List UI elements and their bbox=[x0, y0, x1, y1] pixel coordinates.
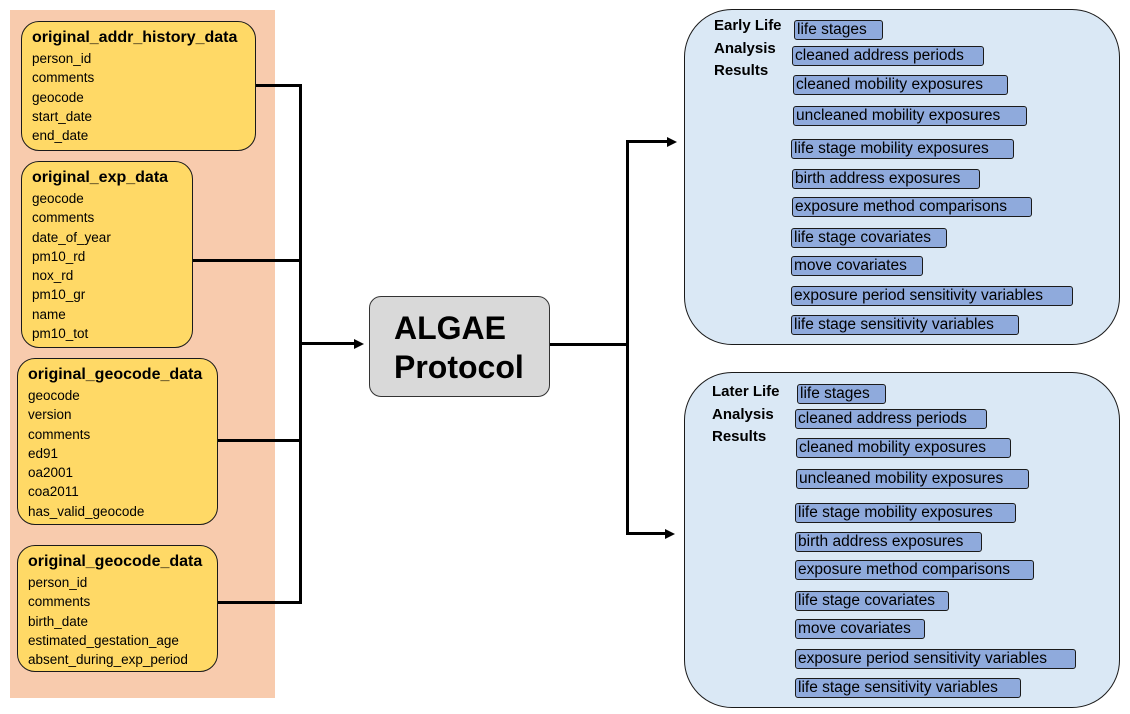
result-item: life stages bbox=[794, 20, 883, 40]
result-item: life stages bbox=[797, 384, 886, 404]
connector-line bbox=[550, 343, 629, 346]
table-geocode-data-person: original_geocode_data person_id comments… bbox=[17, 545, 218, 672]
arrowhead-icon bbox=[354, 338, 364, 349]
table-field: coa2011 bbox=[28, 484, 79, 500]
results-title-line: Analysis bbox=[714, 40, 776, 57]
connector-line bbox=[218, 601, 302, 604]
table-field: geocode bbox=[32, 89, 84, 105]
results-title-line: Analysis bbox=[712, 406, 774, 423]
arrowhead-icon bbox=[667, 136, 677, 147]
result-item: cleaned mobility exposures bbox=[793, 75, 1008, 95]
result-item: life stage covariates bbox=[795, 591, 949, 611]
protocol-line1: ALGAE bbox=[394, 310, 506, 346]
results-title-line: Early Life bbox=[714, 17, 782, 34]
result-item: life stage mobility exposures bbox=[795, 503, 1016, 523]
table-field: pm10_rd bbox=[32, 248, 86, 264]
connector-line bbox=[626, 140, 668, 143]
table-field: has_valid_geocode bbox=[28, 503, 145, 519]
result-item: life stage sensitivity variables bbox=[791, 315, 1019, 335]
results-title-line: Later Life bbox=[712, 383, 780, 400]
results-title-line: Results bbox=[714, 62, 769, 79]
table-field: end_date bbox=[32, 128, 89, 144]
result-item: birth address exposures bbox=[792, 169, 980, 189]
table-field: date_of_year bbox=[32, 229, 111, 245]
result-item: life stage sensitivity variables bbox=[795, 678, 1021, 698]
table-field: name bbox=[32, 306, 66, 322]
connector-line bbox=[299, 342, 356, 345]
table-field: person_id bbox=[32, 51, 92, 66]
table-title: original_geocode_data bbox=[28, 366, 203, 383]
connector-line bbox=[218, 439, 302, 442]
table-title: original_geocode_data bbox=[28, 553, 203, 570]
table-title: original_addr_history_data bbox=[32, 29, 238, 46]
table-field: geocode bbox=[28, 388, 80, 403]
result-item: cleaned address periods bbox=[792, 46, 984, 66]
result-item: cleaned address periods bbox=[795, 409, 987, 429]
connector-line bbox=[256, 84, 302, 87]
result-item: exposure period sensitivity variables bbox=[791, 286, 1073, 306]
table-field: birth_date bbox=[28, 613, 89, 629]
table-field: oa2001 bbox=[28, 465, 74, 481]
connector-line bbox=[626, 532, 666, 535]
table-field: ed91 bbox=[28, 445, 59, 461]
result-item: life stage covariates bbox=[791, 228, 947, 248]
table-field: start_date bbox=[32, 108, 93, 124]
table-geocode-data: original_geocode_data geocode version co… bbox=[17, 358, 218, 525]
table-field: estimated_gestation_age bbox=[28, 632, 179, 648]
protocol-line2: Protocol bbox=[394, 349, 524, 385]
table-field: pm10_gr bbox=[32, 287, 86, 303]
results-title-line: Results bbox=[712, 428, 767, 445]
table-field: comments bbox=[28, 426, 91, 442]
table-field: person_id bbox=[28, 575, 88, 590]
table-field: absent_during_exp_period bbox=[28, 652, 188, 668]
table-field: nox_rd bbox=[32, 268, 74, 284]
result-item: exposure method comparisons bbox=[795, 560, 1034, 580]
table-field: comments bbox=[32, 70, 95, 86]
result-item: cleaned mobility exposures bbox=[796, 438, 1011, 458]
table-exp-data: original_exp_data geocode comments date_… bbox=[21, 161, 193, 348]
result-item: move covariates bbox=[791, 256, 923, 276]
algae-protocol-box: ALGAE Protocol bbox=[369, 296, 550, 397]
result-item: life stage mobility exposures bbox=[791, 139, 1014, 159]
connector-line bbox=[626, 140, 629, 534]
table-field: version bbox=[28, 407, 72, 423]
result-item: exposure method comparisons bbox=[792, 197, 1032, 217]
table-field: geocode bbox=[32, 191, 84, 206]
table-field: comments bbox=[32, 210, 95, 226]
result-item: exposure period sensitivity variables bbox=[795, 649, 1076, 669]
table-field: pm10_tot bbox=[32, 326, 89, 342]
result-item: birth address exposures bbox=[795, 532, 982, 552]
result-item: uncleaned mobility exposures bbox=[796, 469, 1029, 489]
table-addr-history: original_addr_history_data person_id com… bbox=[21, 21, 256, 151]
connector-line bbox=[193, 259, 302, 262]
result-item: move covariates bbox=[795, 619, 925, 639]
table-title: original_exp_data bbox=[32, 169, 169, 186]
table-field: comments bbox=[28, 594, 91, 610]
arrowhead-icon bbox=[665, 528, 675, 539]
result-item: uncleaned mobility exposures bbox=[793, 106, 1027, 126]
